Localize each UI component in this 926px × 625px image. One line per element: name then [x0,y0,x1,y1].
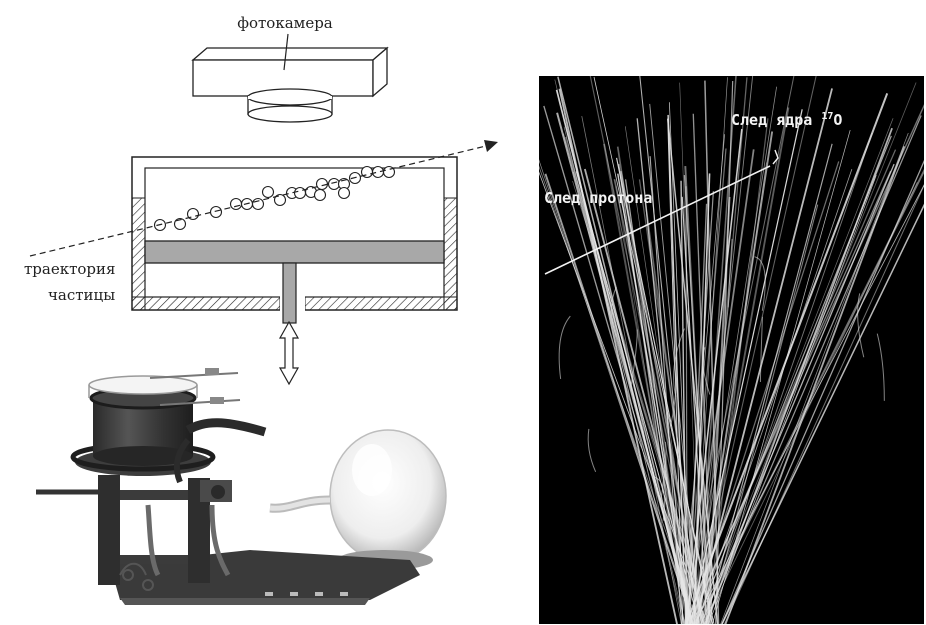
particle-track [706,118,769,624]
particle-track [683,76,795,624]
double-arrow-icon [278,320,300,386]
particle-track [707,204,819,624]
particle-track [681,134,725,624]
particle-track [644,202,703,624]
particle-track [685,93,889,624]
camera-lens [247,88,333,123]
particle-track [704,143,833,624]
droplet [251,197,265,211]
particle-track [667,114,687,624]
droplet [273,193,287,207]
particle-track [616,186,685,624]
particle-track [692,86,777,624]
chamber [131,156,458,324]
short-track [558,315,571,380]
particle-track [700,163,895,624]
short-track [630,329,638,387]
particle-track [686,149,755,624]
short-track [759,316,763,382]
short-track [659,441,667,503]
droplet [337,186,351,200]
nucleus-element: O [833,111,842,129]
tracks [539,76,924,624]
droplet [313,188,327,202]
particle-track [667,118,719,624]
particle-track [696,168,853,624]
droplet [209,205,223,219]
droplet [371,165,385,179]
droplet [173,217,187,231]
particle-track [679,82,701,624]
particle-track [695,118,894,624]
particle-track [636,118,689,624]
nucleus-label: След ядра 17O [731,111,842,129]
droplet [261,185,275,199]
droplet [229,197,243,211]
short-track [857,293,865,358]
nucleus-mass-number: 17 [821,111,833,122]
short-track [673,328,685,398]
particle-trajectory [29,140,498,257]
short-track [653,476,665,521]
particle-track [539,159,693,624]
particle-track [649,156,683,624]
particle-track [680,180,688,624]
particle-track [696,131,774,624]
particle-track [692,76,817,624]
particle-track [687,104,924,624]
particle-track [724,146,906,624]
short-track [702,347,711,395]
camera-label-leader [283,33,289,71]
particle-track [721,203,924,624]
short-track [754,256,766,311]
short-track [587,428,597,473]
short-track [727,238,733,308]
camera-label: фотокамера [237,14,333,32]
proton-label: След протона [544,189,652,207]
particle-track [684,191,714,624]
piston-rod [282,262,297,324]
particle-track [694,76,754,624]
trajectory-label-line1: траектория [24,260,116,278]
droplet [327,177,341,191]
particle-track [603,143,691,624]
nucleus-label-prefix: След ядра [731,111,821,129]
particle-track [688,170,892,624]
particle-track [708,175,877,624]
particle-track [703,182,918,624]
particle-track [685,128,743,624]
particle-track [704,80,720,624]
particle-track [712,129,851,624]
proton-track [544,165,771,275]
particle-track [720,132,909,624]
short-track [611,286,618,338]
particle-track [696,168,924,624]
particle-track [649,103,700,624]
particle-track [581,116,682,624]
arrowhead-icon [484,140,498,152]
particle-track [563,126,686,624]
particle-track [706,196,731,624]
particle-track [619,170,704,624]
particle-track [683,175,711,624]
camera [191,33,389,123]
particle-track [558,88,678,624]
droplet [315,177,329,191]
particle-track [700,82,917,624]
short-track [670,357,678,427]
track-photo: След протона След ядра 17O [539,76,924,624]
particle-track [539,171,708,624]
piston [144,240,445,264]
droplet [293,186,307,200]
trajectory-label-line2: частицы [48,286,115,304]
short-track [876,333,885,401]
nucleus-track-pointer [772,149,779,165]
particle-track [681,196,708,624]
particle-track [699,77,748,624]
particle-track [723,184,924,624]
particle-track [544,173,694,624]
apparatus-photo [36,368,447,605]
